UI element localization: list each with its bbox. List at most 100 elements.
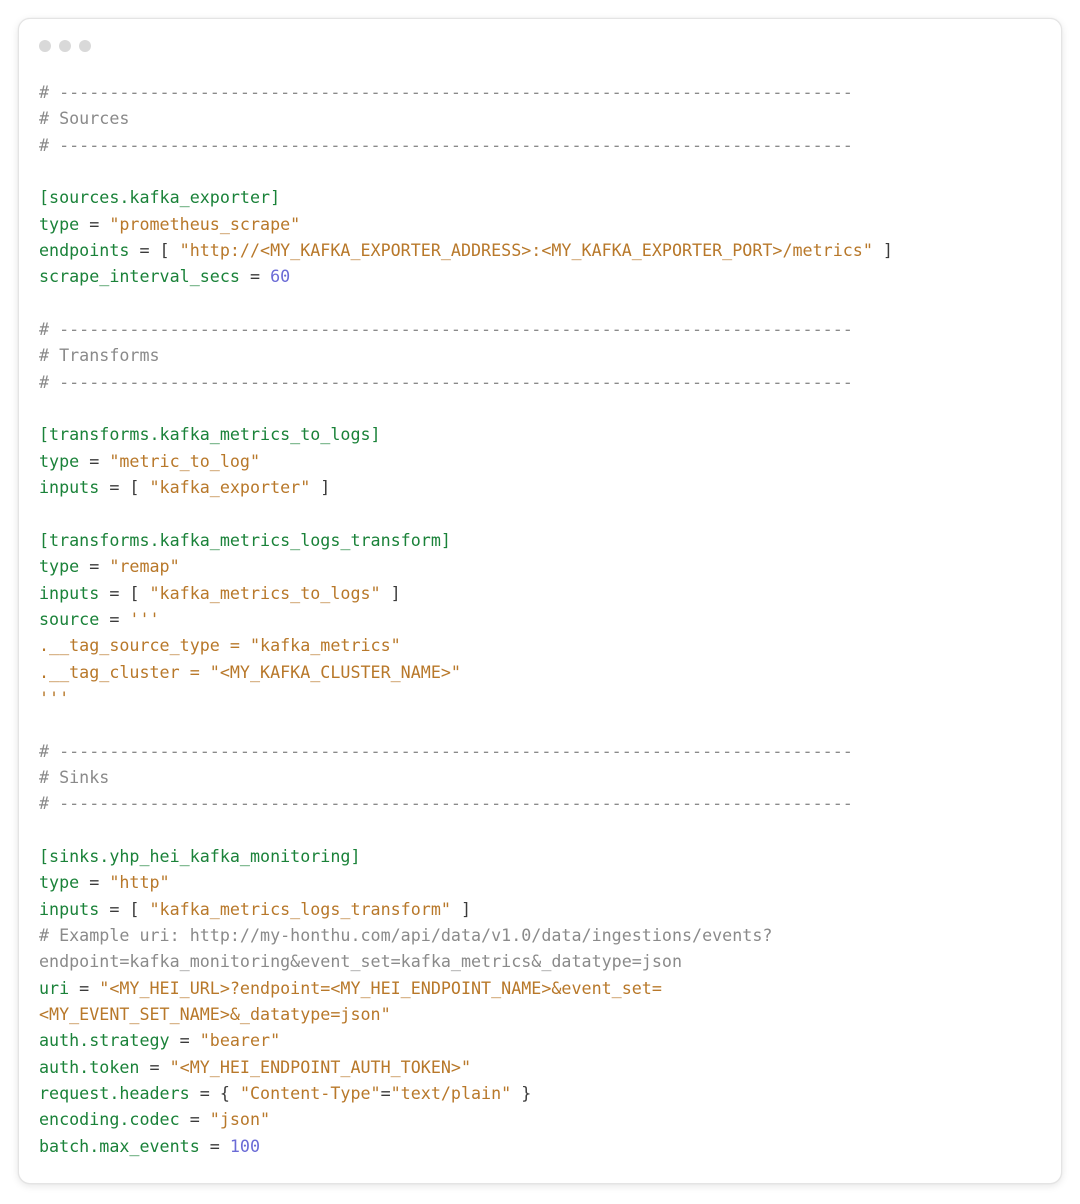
- code-token: "json": [209, 1109, 271, 1130]
- code-line: # --------------------------------------…: [39, 369, 893, 395]
- code-token: "<MY_HEI_ENDPOINT_AUTH_TOKEN>": [169, 1056, 472, 1077]
- code-token: uri: [39, 977, 70, 998]
- code-token: "remap": [109, 556, 180, 577]
- window-controls: [39, 40, 91, 52]
- code-token: <MY_EVENT_SET_NAME>&_datatype=json": [39, 1004, 391, 1025]
- code-token: =: [79, 450, 110, 471]
- code-token: "metric_to_log": [109, 450, 261, 471]
- code-token: =: [79, 213, 110, 234]
- code-token: = [: [129, 240, 180, 261]
- code-token: "kafka_metrics_to_logs": [149, 582, 381, 603]
- code-line: # --------------------------------------…: [39, 790, 893, 816]
- code-line: [39, 501, 893, 527]
- code-line: # --------------------------------------…: [39, 316, 893, 342]
- code-line: scrape_interval_secs = 60: [39, 263, 893, 289]
- code-line: inputs = [ "kafka_exporter" ]: [39, 474, 893, 500]
- code-line: [transforms.kafka_metrics_to_logs]: [39, 421, 893, 447]
- code-token: .__tag_cluster = "<MY_KAFKA_CLUSTER_NAME…: [39, 661, 461, 682]
- code-token: "kafka_exporter": [149, 477, 311, 498]
- code-line: source = ''': [39, 606, 893, 632]
- code-line: uri = "<MY_HEI_URL>?endpoint=<MY_HEI_END…: [39, 975, 893, 1001]
- code-line: request.headers = { "Content-Type"="text…: [39, 1080, 893, 1106]
- code-token: "http": [109, 872, 170, 893]
- code-line: # --------------------------------------…: [39, 132, 893, 158]
- code-line: # Sources: [39, 105, 893, 131]
- code-token: "<MY_HEI_URL>?endpoint=<MY_HEI_ENDPOINT_…: [99, 977, 662, 998]
- code-token: "prometheus_scrape": [109, 213, 301, 234]
- code-token: type: [39, 213, 80, 234]
- code-line: type = "http": [39, 869, 893, 895]
- code-token: # Sinks: [39, 766, 110, 787]
- code-line: type = "remap": [39, 553, 893, 579]
- code-token: 60: [270, 266, 291, 287]
- code-token: "text/plain": [390, 1083, 512, 1104]
- code-token: =: [199, 1135, 230, 1156]
- window-dot-minimize[interactable]: [59, 40, 71, 52]
- code-token: inputs: [39, 898, 100, 919]
- code-token: =: [380, 1083, 391, 1104]
- code-token: =: [79, 556, 110, 577]
- code-line: [39, 817, 893, 843]
- code-window: # --------------------------------------…: [18, 18, 1062, 1184]
- code-line: .__tag_source_type = "kafka_metrics": [39, 632, 893, 658]
- code-token: "Content-Type": [239, 1083, 381, 1104]
- code-token: "http://<MY_KAFKA_EXPORTER_ADDRESS>:<MY_…: [179, 240, 873, 261]
- code-token: ]: [380, 582, 401, 603]
- code-line: .__tag_cluster = "<MY_KAFKA_CLUSTER_NAME…: [39, 659, 893, 685]
- code-token: # Example uri: http://my-honthu.com/api/…: [39, 925, 773, 945]
- code-line: batch.max_events = 100: [39, 1133, 893, 1159]
- code-token: =: [69, 977, 100, 998]
- code-line: [39, 290, 893, 316]
- code-token: inputs: [39, 582, 100, 603]
- code-token: encoding.codec: [39, 1109, 180, 1130]
- code-token: endpoints: [39, 240, 130, 261]
- code-token: source: [39, 608, 100, 629]
- code-token: [transforms.kafka_metrics_logs_transform…: [39, 529, 451, 550]
- code-line: type = "metric_to_log": [39, 448, 893, 474]
- code-token: =: [79, 872, 110, 893]
- code-token: = [: [99, 477, 150, 498]
- code-line: inputs = [ "kafka_metrics_logs_transform…: [39, 896, 893, 922]
- code-token: ''': [129, 608, 160, 629]
- code-line: # --------------------------------------…: [39, 79, 893, 105]
- code-token: [transforms.kafka_metrics_to_logs]: [39, 424, 381, 445]
- code-line: [sources.kafka_exporter]: [39, 184, 893, 210]
- window-dot-maximize[interactable]: [79, 40, 91, 52]
- code-line: [sinks.yhp_hei_kafka_monitoring]: [39, 843, 893, 869]
- code-token: =: [169, 1030, 200, 1051]
- code-line: [39, 711, 893, 737]
- code-line: encoding.codec = "json": [39, 1106, 893, 1132]
- code-token: .__tag_source_type = "kafka_metrics": [39, 635, 401, 656]
- code-token: =: [139, 1056, 170, 1077]
- code-token: =: [179, 1109, 210, 1130]
- code-token: # --------------------------------------…: [39, 319, 853, 340]
- code-token: 100: [229, 1135, 261, 1156]
- code-token: = {: [189, 1083, 240, 1104]
- code-token: = [: [99, 898, 150, 919]
- code-line: # Example uri: http://my-honthu.com/api/…: [39, 922, 893, 948]
- code-token: type: [39, 450, 80, 471]
- code-block: # --------------------------------------…: [39, 79, 893, 1159]
- code-token: ]: [450, 898, 472, 919]
- code-token: endpoint=kafka_monitoring&event_set=kafk…: [39, 951, 682, 972]
- code-line: ''': [39, 685, 893, 711]
- code-token: # --------------------------------------…: [39, 740, 853, 761]
- code-token: auth.token: [39, 1056, 140, 1077]
- code-line: endpoint=kafka_monitoring&event_set=kafk…: [39, 948, 893, 974]
- code-token: [sinks.yhp_hei_kafka_monitoring]: [39, 845, 361, 866]
- code-token: = [: [99, 582, 150, 603]
- code-token: [sources.kafka_exporter]: [39, 187, 281, 208]
- code-line: # --------------------------------------…: [39, 738, 893, 764]
- code-token: "bearer": [199, 1030, 281, 1051]
- code-token: =: [99, 608, 130, 629]
- code-line: [transforms.kafka_metrics_logs_transform…: [39, 527, 893, 553]
- code-line: [39, 158, 893, 184]
- code-line: <MY_EVENT_SET_NAME>&_datatype=json": [39, 1001, 893, 1027]
- code-token: auth.strategy: [39, 1030, 170, 1051]
- code-line: auth.token = "<MY_HEI_ENDPOINT_AUTH_TOKE…: [39, 1054, 893, 1080]
- code-line: inputs = [ "kafka_metrics_to_logs" ]: [39, 580, 893, 606]
- code-token: inputs: [39, 477, 100, 498]
- code-line: endpoints = [ "http://<MY_KAFKA_EXPORTER…: [39, 237, 893, 263]
- code-token: # --------------------------------------…: [39, 793, 853, 814]
- window-dot-close[interactable]: [39, 40, 51, 52]
